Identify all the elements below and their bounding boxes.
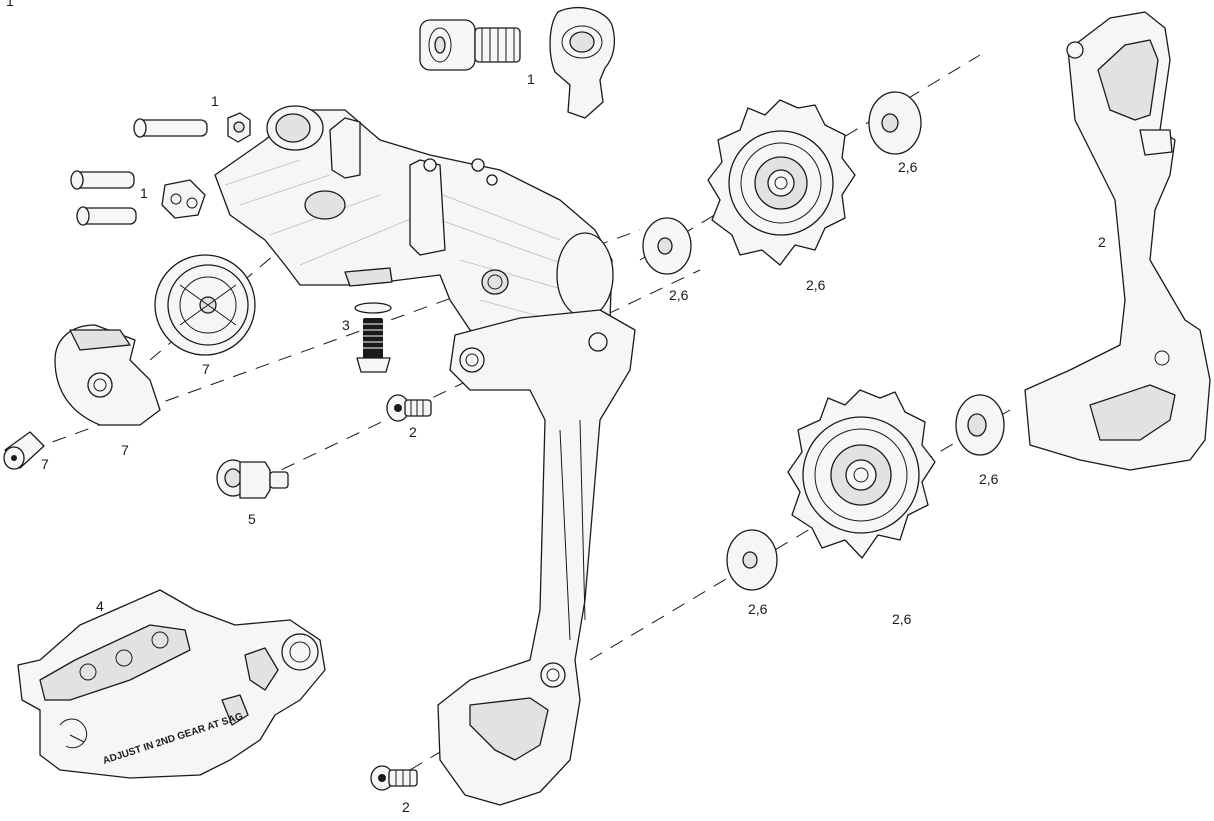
lower-pulley-washers	[726, 394, 1005, 591]
callout-upper-pulley: 2,6	[806, 277, 826, 293]
callout-lower-pulley-washer-left: 2,6	[748, 601, 768, 617]
bumper-disc-part	[154, 254, 256, 356]
lower-pulley-part	[787, 389, 936, 559]
upper-pulley-part	[707, 99, 856, 266]
callout-stop-bolt: 5	[248, 511, 256, 527]
derailleur-hanger-part	[549, 6, 616, 119]
callout-upper-pulley-washer-right: 2,6	[898, 159, 918, 175]
callout-pivot-bolt: 2	[409, 424, 417, 440]
callout-cage-outer: 2	[1098, 234, 1106, 250]
stop-bolt-part	[216, 459, 289, 499]
callout-bumper-cap: 7	[121, 442, 129, 458]
callout-lower-pulley: 2,6	[892, 611, 912, 627]
callout-bumper-screw: 7	[41, 456, 49, 472]
callout-hanger-bolt: 1	[527, 71, 535, 87]
callout-b-screw: 3	[342, 317, 350, 333]
derailleur-body-part	[214, 105, 614, 351]
callout-cage-bolt: 2	[402, 799, 410, 815]
chain-guide-part: ADJUST IN 2ND GEAR AT SAG	[17, 589, 326, 779]
cage-outer-plate-part	[1024, 11, 1211, 471]
callout-top-bolt: 1	[211, 93, 219, 109]
small-bolts-upper-left	[70, 112, 251, 226]
callout-bumper-disc: 7	[202, 361, 210, 377]
bumper-screw-part	[3, 431, 45, 470]
hanger-bolt-part	[419, 19, 521, 71]
callout-upper-pulley-washer-left: 2,6	[669, 287, 689, 303]
callout-chain-guide: 4	[96, 598, 104, 614]
b-screw-part	[354, 302, 392, 373]
upper-pulley-washers	[642, 91, 922, 275]
callout-lower-pulley-washer-right: 2,6	[979, 471, 999, 487]
cage-bolt-part	[370, 765, 418, 791]
callout-clamp: 1	[140, 185, 148, 201]
pivot-bolt-part	[386, 394, 432, 422]
bumper-cap-part	[54, 324, 161, 426]
callout-labels: 1 1 1 2,6 2 2,6 2,6 3 7 7 7 2 5 2,6 2,6 …	[41, 71, 1106, 815]
cage-inner-plate-part	[437, 309, 636, 806]
corner-mark: 1 "	[6, 0, 23, 9]
